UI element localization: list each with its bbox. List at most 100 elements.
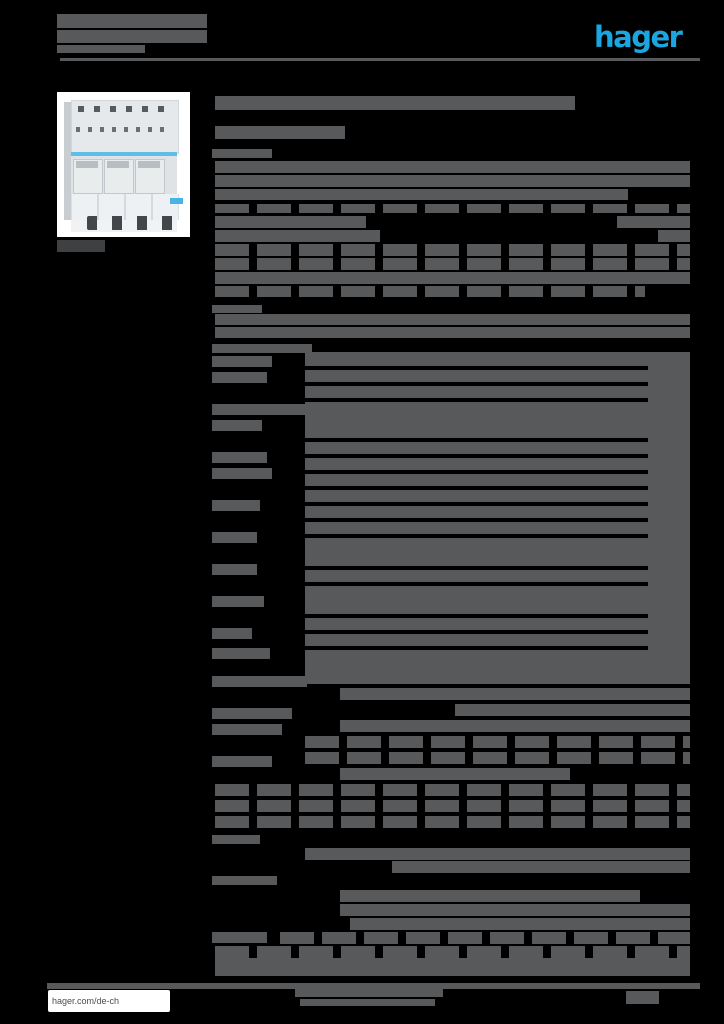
redacted-text-bar	[305, 736, 690, 748]
spec-row-separator	[305, 630, 648, 634]
device-modules	[71, 156, 177, 194]
device-blue-stripe	[71, 152, 177, 156]
spec-row-separator	[305, 614, 648, 618]
redacted-text-bar	[215, 816, 690, 828]
redacted-text-bar	[215, 161, 690, 173]
redacted-text-bar	[215, 126, 345, 139]
cover-seams	[72, 194, 178, 220]
footer-center-text-bar	[295, 989, 443, 997]
redacted-text-bar	[215, 216, 366, 228]
redacted-text-bar	[215, 958, 690, 976]
spec-row-separator	[305, 502, 648, 506]
spec-row-separator	[305, 366, 648, 370]
device-blue-label	[170, 198, 183, 204]
redacted-text-bar	[658, 230, 690, 242]
redacted-text-bar	[212, 628, 252, 639]
redacted-text-bar	[215, 230, 380, 242]
redacted-text-bar	[215, 800, 690, 812]
redacted-text-bar	[212, 149, 272, 158]
redacted-text-bar	[212, 356, 272, 367]
module-1	[73, 159, 103, 194]
redacted-text-bar	[340, 904, 690, 916]
redacted-text-bar	[212, 452, 267, 463]
redacted-text-bar	[212, 648, 270, 659]
redacted-text-bar	[212, 876, 277, 885]
spec-row-separator	[305, 382, 648, 386]
redacted-text-bar	[617, 216, 690, 228]
redacted-text-bar	[305, 752, 690, 764]
footer-page-number-bar	[626, 991, 659, 1004]
module-3	[135, 159, 165, 194]
spec-table-value-slab	[305, 352, 690, 672]
module-3-cap	[138, 161, 160, 168]
redacted-text-bar	[305, 848, 690, 860]
redacted-text-bar	[212, 500, 260, 511]
redacted-text-bar	[215, 244, 690, 256]
terminal-screws-row	[78, 106, 170, 112]
redacted-text-bar	[350, 918, 690, 930]
spec-row-separator	[305, 582, 648, 586]
spec-row-separator	[305, 454, 648, 458]
redacted-text-bar	[215, 314, 690, 325]
spec-row-separator	[305, 534, 648, 538]
redacted-text-bar	[212, 708, 292, 719]
device-clear-covers	[71, 194, 183, 220]
spec-row-separator	[305, 566, 648, 570]
header-title-bar	[57, 14, 207, 28]
spec-row-separator	[305, 646, 648, 650]
redacted-text-bar	[340, 890, 640, 902]
redacted-text-bar	[340, 688, 690, 700]
redacted-text-bar	[455, 704, 690, 716]
module-2	[104, 159, 134, 194]
device-side-panel	[64, 102, 73, 220]
device-top-section	[71, 100, 179, 154]
redacted-text-bar	[305, 672, 690, 684]
redacted-text-bar	[212, 305, 262, 313]
spec-row-separator	[305, 398, 648, 402]
redacted-text-bar	[340, 720, 690, 732]
redacted-text-bar	[215, 258, 690, 270]
device-base	[71, 216, 187, 232]
redacted-text-bar	[215, 286, 645, 297]
spec-row-separator	[305, 438, 648, 442]
redacted-text-bar	[212, 532, 257, 543]
footer-rule	[47, 983, 700, 989]
redacted-text-bar	[215, 204, 690, 213]
redacted-text-bar	[212, 372, 267, 383]
module-2-cap	[107, 161, 129, 168]
header-rule	[60, 58, 700, 61]
redacted-text-bar	[212, 344, 312, 353]
redacted-text-bar	[212, 724, 282, 735]
footer-link[interactable]: hager.com/de-ch	[52, 996, 120, 1006]
redacted-text-bar	[212, 932, 267, 943]
hager-logo: hager	[594, 20, 683, 54]
redacted-text-bar	[212, 676, 307, 687]
header-title-bar	[57, 45, 145, 53]
spec-row-separator	[305, 470, 648, 474]
header-title-bar	[57, 30, 207, 43]
terminal-marks-row	[76, 127, 172, 132]
redacted-text-bar	[212, 835, 260, 844]
product-reference-bar	[57, 240, 105, 252]
redacted-text-bar	[212, 564, 257, 575]
redacted-text-bar	[215, 175, 690, 187]
redacted-text-bar	[215, 272, 690, 284]
toggle-levers	[87, 216, 187, 230]
redacted-text-bar	[215, 946, 690, 958]
module-1-cap	[76, 161, 98, 168]
spec-row-separator	[305, 486, 648, 490]
footer-link-box[interactable]: hager.com/de-ch	[48, 990, 170, 1012]
redacted-text-bar	[215, 327, 690, 338]
product-photo	[57, 92, 190, 237]
redacted-text-bar	[340, 768, 570, 780]
redacted-text-bar	[215, 189, 628, 200]
redacted-text-bar	[212, 756, 272, 767]
redacted-text-bar	[215, 784, 690, 796]
spec-row-separator	[305, 518, 648, 522]
redacted-text-bar	[212, 596, 264, 607]
redacted-text-bar	[212, 404, 307, 415]
redacted-text-bar	[392, 861, 690, 873]
redacted-text-bar	[280, 932, 690, 944]
footer-center-text-bar	[300, 999, 435, 1006]
